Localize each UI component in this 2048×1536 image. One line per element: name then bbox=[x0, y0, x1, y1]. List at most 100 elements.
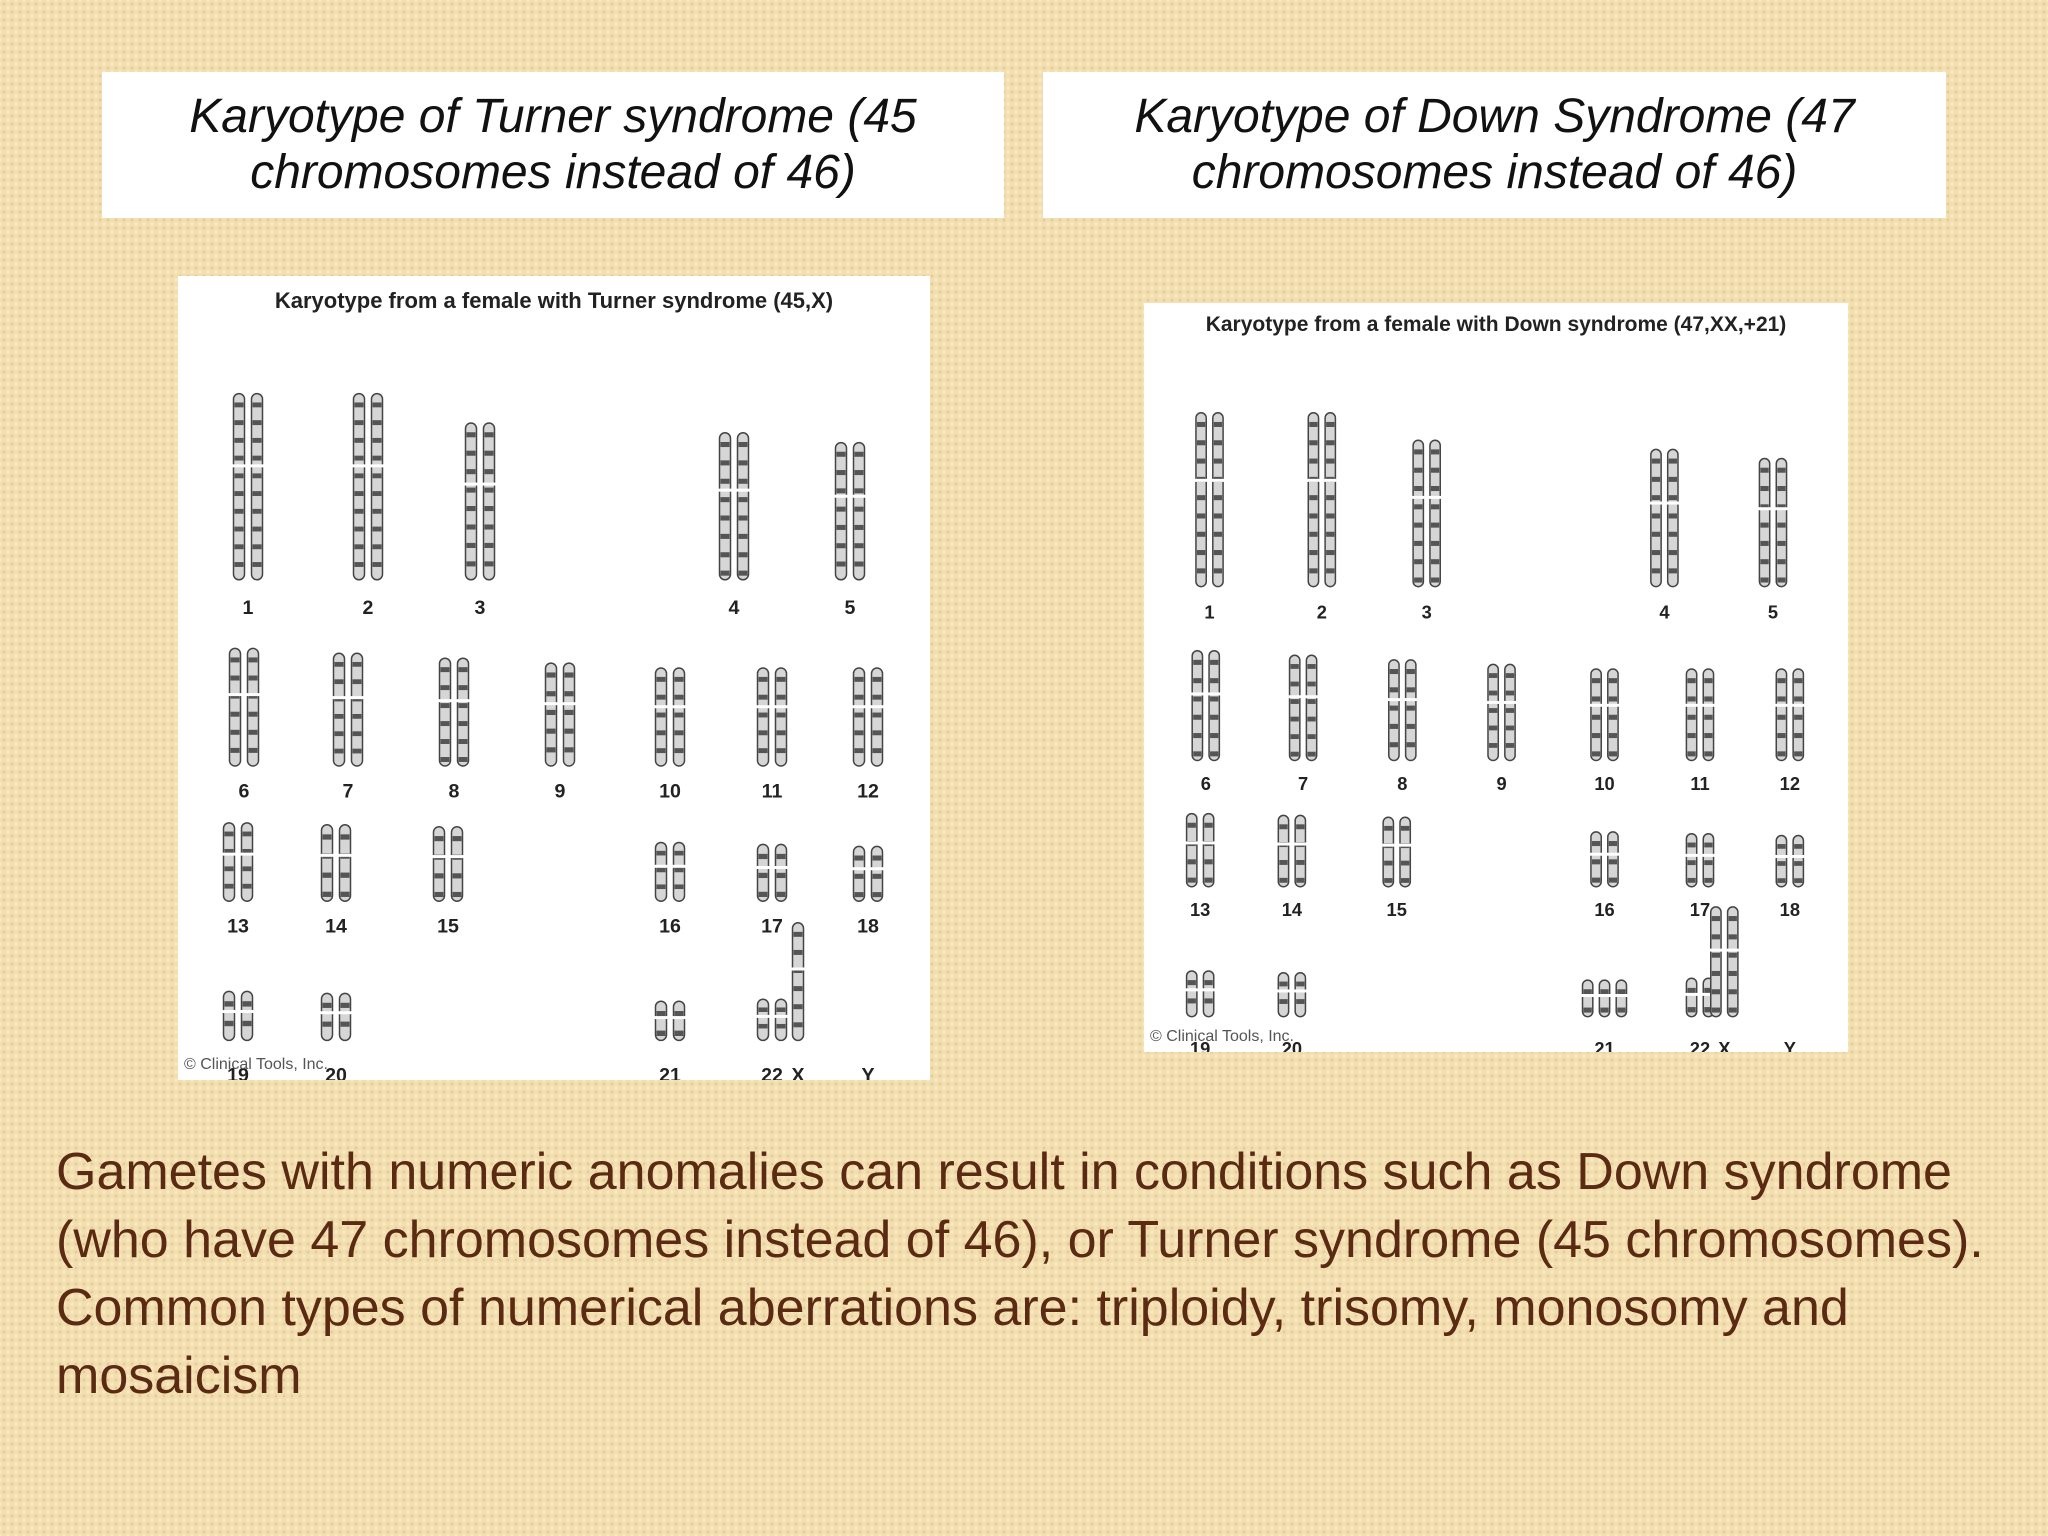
chromosome-5-copy-2 bbox=[852, 441, 866, 581]
chromosome-18-copy-1 bbox=[1775, 834, 1788, 888]
chromosome-9-copy-1 bbox=[1486, 663, 1500, 762]
label-chromosome-16: 16 bbox=[1594, 899, 1614, 920]
chromosome-18-copy-2 bbox=[1792, 834, 1805, 888]
chromosome-3-copy-2 bbox=[1428, 439, 1442, 588]
chromosome-12-copy-1 bbox=[1775, 668, 1788, 762]
turner-title-box: Karyotype of Turner syndrome (45 chromos… bbox=[102, 72, 1004, 218]
turner-title: Karyotype of Turner syndrome (45 chromos… bbox=[189, 90, 917, 199]
down-title: Karyotype of Down Syndrome (47 chromosom… bbox=[1134, 90, 1855, 199]
chromosome-7-copy-2 bbox=[1305, 654, 1318, 762]
chromosome-22-copy-1 bbox=[1685, 977, 1698, 1018]
chromosome-5-copy-1 bbox=[1758, 457, 1771, 588]
label-chromosome-20: 20 bbox=[325, 1065, 347, 1080]
chromosome-13-copy-2 bbox=[1202, 812, 1215, 888]
chromosome-10-copy-1 bbox=[1589, 668, 1603, 762]
chromosome-17-copy-2 bbox=[774, 843, 788, 902]
label-chromosome-18: 18 bbox=[857, 916, 879, 938]
chromosome-18-copy-2 bbox=[870, 845, 884, 902]
chromosome-22-copy-2 bbox=[774, 998, 788, 1042]
label-chromosome-2: 2 bbox=[363, 597, 374, 619]
chromosome-14-copy-1 bbox=[320, 824, 334, 902]
chromosome-14-copy-2 bbox=[338, 824, 352, 902]
label-chromosome-Y: Y bbox=[1784, 1038, 1796, 1052]
chromosome-6-copy-1 bbox=[228, 647, 242, 767]
chromosome-8-copy-2 bbox=[1404, 659, 1417, 762]
chromosome-13-copy-1 bbox=[1185, 812, 1198, 888]
chromosome-1-copy-2 bbox=[250, 392, 264, 581]
turner-copyright: © Clinical Tools, Inc. bbox=[184, 1056, 328, 1073]
chromosome-16-copy-2 bbox=[672, 841, 686, 902]
label-chromosome-8: 8 bbox=[449, 780, 460, 802]
label-chromosome-12: 12 bbox=[857, 780, 879, 802]
chromosome-X-copy-2 bbox=[1726, 906, 1739, 1018]
chromosome-2-copy-2 bbox=[370, 392, 384, 581]
label-chromosome-5: 5 bbox=[845, 597, 856, 619]
chromosome-3-copy-1 bbox=[464, 422, 478, 581]
chromosome-8-copy-1 bbox=[1387, 659, 1401, 762]
chromosome-21-copy-2 bbox=[1598, 979, 1611, 1018]
chromosome-13-copy-1 bbox=[222, 822, 236, 902]
label-chromosome-11: 11 bbox=[762, 780, 783, 802]
label-chromosome-X: X bbox=[791, 1065, 804, 1080]
label-chromosome-7: 7 bbox=[343, 780, 354, 802]
label-chromosome-14: 14 bbox=[325, 916, 347, 938]
body-paragraph-1: Gametes with numeric anomalies can resul… bbox=[56, 1143, 1984, 1269]
label-chromosome-15: 15 bbox=[437, 916, 459, 938]
chromosome-2-copy-1 bbox=[352, 392, 366, 581]
label-chromosome-16: 16 bbox=[659, 916, 681, 938]
chromosome-3-copy-2 bbox=[482, 422, 496, 581]
label-chromosome-3: 3 bbox=[1422, 602, 1432, 623]
chromosome-1-copy-1 bbox=[1194, 412, 1208, 588]
chromosome-16-copy-1 bbox=[654, 841, 668, 902]
chromosome-4-copy-2 bbox=[1666, 448, 1679, 588]
chromosome-19-copy-2 bbox=[240, 990, 254, 1042]
chromosome-16-copy-2 bbox=[1606, 831, 1620, 888]
chromosome-15-copy-1 bbox=[432, 826, 446, 902]
chromosome-12-copy-2 bbox=[1792, 668, 1805, 762]
slide-body-text: Gametes with numeric anomalies can resul… bbox=[56, 1138, 1996, 1410]
chromosome-21-copy-1 bbox=[654, 1000, 668, 1042]
label-chromosome-3: 3 bbox=[475, 597, 486, 619]
chromosome-20-copy-2 bbox=[1294, 972, 1307, 1018]
chromosome-12-copy-2 bbox=[870, 667, 884, 767]
chromosome-8-copy-2 bbox=[456, 657, 470, 767]
chromosome-20-copy-1 bbox=[1277, 972, 1290, 1018]
chromosome-8-copy-1 bbox=[438, 657, 452, 767]
chromosome-17-copy-1 bbox=[756, 843, 770, 902]
label-chromosome-6: 6 bbox=[1201, 773, 1211, 794]
chromosome-6-copy-2 bbox=[1208, 649, 1221, 762]
label-chromosome-10: 10 bbox=[1594, 773, 1614, 794]
body-paragraph-2: Common types of numerical aberrations ar… bbox=[56, 1279, 1849, 1405]
chromosome-2-copy-1 bbox=[1307, 412, 1320, 588]
label-chromosome-21: 21 bbox=[1594, 1038, 1614, 1052]
label-chromosome-12: 12 bbox=[1780, 773, 1800, 794]
chromosome-20-copy-1 bbox=[320, 992, 334, 1042]
chromosome-15-copy-1 bbox=[1382, 816, 1395, 888]
chromosome-X-copy-1 bbox=[1709, 906, 1723, 1018]
chromosome-14-copy-2 bbox=[1294, 814, 1307, 888]
label-chromosome-X: X bbox=[1718, 1038, 1731, 1052]
chromosome-1-copy-1 bbox=[232, 392, 246, 581]
label-chromosome-10: 10 bbox=[659, 780, 681, 802]
chromosome-10-copy-2 bbox=[672, 667, 686, 767]
chromosome-21-copy-1 bbox=[1581, 979, 1594, 1018]
chromosome-X-copy-1 bbox=[791, 922, 805, 1042]
chromosome-10-copy-1 bbox=[654, 667, 668, 767]
chromosome-21-copy-2 bbox=[672, 1000, 686, 1042]
chromosome-19-copy-1 bbox=[1185, 970, 1198, 1018]
chromosome-9-copy-1 bbox=[544, 662, 558, 767]
label-chromosome-7: 7 bbox=[1298, 773, 1308, 794]
label-chromosome-4: 4 bbox=[1659, 602, 1670, 623]
down-copyright: © Clinical Tools, Inc. bbox=[1150, 1028, 1294, 1045]
chromosome-6-copy-2 bbox=[246, 647, 260, 767]
chromosome-19-copy-2 bbox=[1202, 970, 1215, 1018]
chromosome-19-copy-1 bbox=[222, 990, 236, 1042]
label-chromosome-6: 6 bbox=[239, 780, 250, 802]
chromosome-1-copy-2 bbox=[1211, 412, 1225, 588]
label-chromosome-17: 17 bbox=[1690, 899, 1710, 920]
chromosome-16-copy-1 bbox=[1589, 831, 1603, 888]
